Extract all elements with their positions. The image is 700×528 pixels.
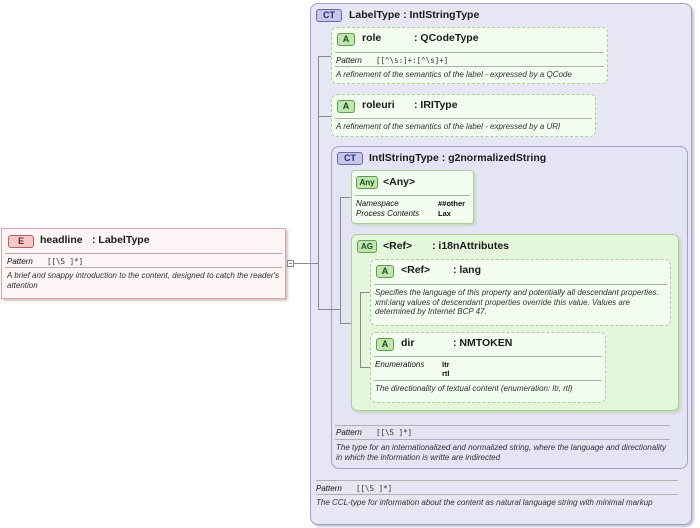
connector-line (340, 323, 351, 324)
connector-line (360, 367, 370, 368)
any-element: Any <Any> Namespace ##other Process Cont… (351, 170, 474, 224)
connector-line (340, 197, 351, 198)
divider (335, 118, 592, 119)
lang-type: : lang (453, 264, 481, 276)
labeltype-title: LabelType : IntlStringType (349, 9, 480, 21)
role-description: A refinement of the semantics of the lab… (336, 70, 572, 79)
roleuri-name: roleuri (362, 99, 395, 111)
ref-group-name: <Ref> (383, 240, 413, 252)
pattern-label: Pattern (336, 56, 362, 65)
headline-name: headline (40, 234, 83, 246)
pattern-label: Pattern (316, 484, 342, 493)
attribute-icon: A (376, 265, 394, 278)
dir-description: The directionality of textual content (e… (375, 384, 573, 393)
dir-type: : NMTOKEN (453, 337, 513, 349)
divider (374, 284, 667, 285)
connector-line (318, 116, 331, 117)
divider (335, 66, 604, 67)
divider (374, 380, 602, 381)
any-icon: Any (356, 176, 378, 189)
divider (316, 494, 678, 495)
pattern-value: [[\S ]*] (356, 484, 393, 493)
intlstringtype-title: IntlStringType : g2normalizedString (369, 152, 547, 164)
divider (5, 253, 282, 254)
role-attribute: A role : QCodeType Pattern [[^\s:]+:[^\s… (331, 27, 608, 84)
enumerations-label: Enumerations (375, 360, 425, 369)
attribute-group-icon: AG (357, 240, 377, 253)
roleuri-type: : IRIType (414, 99, 458, 111)
divider (335, 52, 604, 53)
divider (374, 356, 602, 357)
pattern-label: Pattern (336, 428, 362, 437)
process-contents-value: Lax (438, 209, 451, 218)
headline-element: E headline : LabelType Pattern [[\S ]*] … (1, 228, 286, 299)
headline-type: : LabelType (92, 234, 150, 246)
lang-ref-name: <Ref> (401, 264, 431, 276)
lang-attribute: A <Ref> : lang Specifies the language of… (370, 259, 671, 326)
intlstringtype-description: The type for an internationalized and no… (336, 443, 666, 462)
headline-description: A brief and snappy introduction to the c… (7, 271, 280, 290)
connector-line (360, 292, 361, 367)
namespace-label: Namespace (356, 199, 399, 208)
enum-value-rtl: rtl (442, 369, 450, 378)
divider (335, 439, 670, 440)
ref-group-type: : i18nAttributes (432, 240, 510, 252)
divider (5, 267, 282, 268)
dir-name: dir (401, 337, 415, 349)
lang-description: Specifies the language of this property … (375, 288, 659, 316)
complex-type-icon: CT (337, 152, 363, 165)
pattern-value: [[^\s:]+:[^\s]+] (376, 56, 449, 65)
pattern-value: [[\S ]*] (376, 428, 413, 437)
connector-line (294, 263, 318, 264)
roleuri-attribute: A roleuri : IRIType A refinement of the … (331, 94, 596, 137)
connector-line (340, 197, 341, 323)
pattern-label: Pattern (7, 257, 33, 266)
attribute-icon: A (337, 100, 355, 113)
divider (335, 425, 670, 426)
roleuri-description: A refinement of the semantics of the lab… (336, 122, 561, 131)
any-name: <Any> (383, 176, 416, 188)
enum-value-ltr: ltr (442, 360, 450, 369)
divider (355, 195, 470, 196)
role-type: : QCodeType (414, 32, 479, 44)
complex-type-icon: CT (316, 9, 342, 22)
connector-line (318, 309, 340, 310)
role-name: role (362, 32, 382, 44)
connector-line (318, 56, 331, 57)
namespace-value: ##other (438, 199, 466, 208)
collapse-connector-icon[interactable] (287, 260, 294, 267)
pattern-value: [[\S ]*] (47, 257, 84, 266)
connector-line (318, 56, 319, 309)
element-icon: E (8, 235, 34, 248)
connector-line (360, 292, 370, 293)
process-contents-label: Process Contents (356, 209, 420, 218)
divider (316, 480, 678, 481)
attribute-icon: A (376, 338, 394, 351)
labeltype-description: The CCL-type for information about the c… (316, 498, 653, 507)
attribute-icon: A (337, 33, 355, 46)
dir-attribute: A dir : NMTOKEN Enumerations ltr rtl The… (370, 332, 606, 403)
